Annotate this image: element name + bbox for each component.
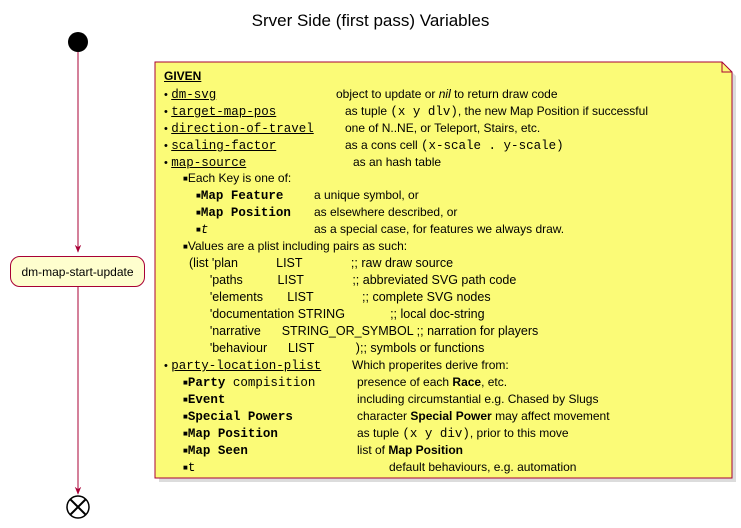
link-map-source[interactable]: map-source <box>171 156 247 170</box>
party-item-t: ■t <box>183 461 196 475</box>
key-t: ■t <box>196 223 209 237</box>
each-key-line: ■Each Key is one of: <box>183 171 292 185</box>
party-item-map-seen: ■Map Seen <box>183 444 248 458</box>
party-item-compisition: ■Party compisition <box>183 376 316 390</box>
start-node <box>68 32 88 52</box>
key-t-desc: as a special case, for features we alway… <box>314 222 565 236</box>
party-item-event: ■Event <box>183 393 226 407</box>
note-heading: GIVEN <box>164 69 202 83</box>
given-direction-of-travel-desc: one of N..NE, or Teleport, Stairs, etc. <box>345 121 541 135</box>
action-dm-map-start-update: dm-map-start-update <box>10 256 145 287</box>
note-box <box>154 61 733 479</box>
party-item-event-desc: including circumstantial e.g. Chased by … <box>357 392 599 406</box>
link-target-map-pos[interactable]: target-map-pos <box>171 105 277 119</box>
plist-line: 'narrative STRING_OR_SYMBOL ;; narration… <box>189 324 539 338</box>
party-desc: Which properites derive from: <box>352 358 509 372</box>
plist-line: 'paths LIST ;; abbreviated SVG path code <box>189 273 517 287</box>
plist-line: 'behaviour LIST );; symbols or functions <box>189 341 485 355</box>
party-item-map-position: ■Map Position <box>183 427 278 441</box>
plist-line: 'elements LIST ;; complete SVG nodes <box>189 290 491 304</box>
values-intro: ■Values are a plist including pairs as s… <box>183 239 408 253</box>
given-dm-svg-desc: object to update or nil to return draw c… <box>336 87 558 101</box>
given-party-location-plist: • party-location-plist <box>164 359 322 373</box>
key-map-position-desc: as elsewhere described, or <box>314 205 458 219</box>
party-item-map-seen-desc: list of Map Position <box>357 443 464 457</box>
given-scaling-factor-desc: as a cons cell (x-scale . y-scale) <box>345 138 564 153</box>
action-label: dm-map-start-update <box>21 264 134 279</box>
given-map-source: • map-source <box>164 156 247 170</box>
link-scaling-factor[interactable]: scaling-factor <box>171 139 277 153</box>
party-item-compisition-desc: presence of each Race, etc. <box>357 375 508 389</box>
link-party-location-plist[interactable]: party-location-plist <box>171 359 322 373</box>
given-map-source-desc: as an hash table <box>353 155 442 169</box>
end-node <box>66 495 90 519</box>
party-item-special-powers-desc: character Special Power may affect movem… <box>357 409 610 423</box>
link-direction-of-travel[interactable]: direction-of-travel <box>171 122 314 136</box>
plist-line: (list 'plan LIST ;; raw draw source <box>189 256 454 270</box>
given-scaling-factor: • scaling-factor <box>164 139 277 153</box>
given-target-map-pos: • target-map-pos <box>164 105 277 119</box>
given-direction-of-travel: • direction-of-travel <box>164 122 314 136</box>
key-map-position: ■Map Position <box>196 206 291 220</box>
party-item-map-position-desc: as tuple (x y div), prior to this move <box>357 426 569 441</box>
link-dm-svg[interactable]: dm-svg <box>171 88 217 102</box>
party-item-t-desc: default behaviours, e.g. automation <box>389 460 577 474</box>
note-fold <box>721 62 732 73</box>
key-map-feature-desc: a unique symbol, or <box>314 188 419 202</box>
party-item-special-powers: ■Special Powers <box>183 410 293 424</box>
key-map-feature: ■Map Feature <box>196 189 284 203</box>
plist-line: 'documentation STRING ;; local doc-strin… <box>189 307 485 321</box>
diagram-title: Srver Side (first pass) Variables <box>251 11 490 30</box>
given-target-map-pos-desc: as tuple (x y dlv), the new Map Position… <box>345 104 648 119</box>
given-dm-svg: • dm-svg <box>164 88 217 102</box>
